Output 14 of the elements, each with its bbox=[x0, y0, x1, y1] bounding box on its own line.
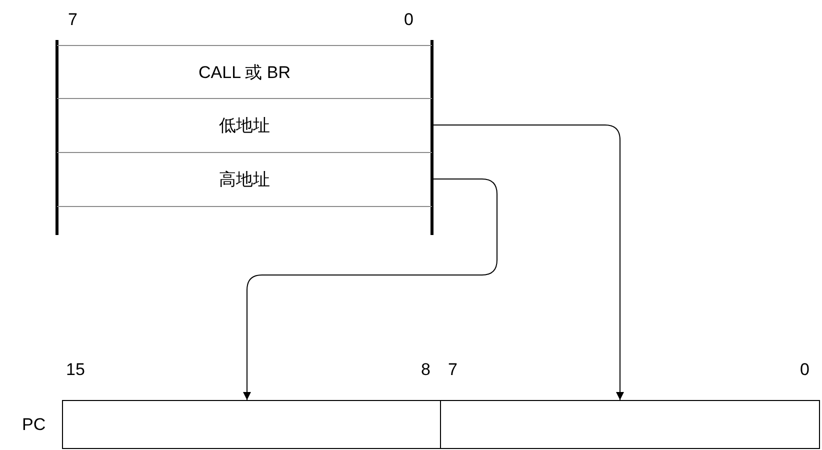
register-field bbox=[440, 400, 820, 449]
bit-number: 0 bbox=[404, 10, 414, 30]
bit-number: 15 bbox=[66, 360, 85, 380]
bit-number: 0 bbox=[800, 360, 810, 380]
row-label: CALL 或 BR bbox=[198, 62, 290, 84]
bit-number: 7 bbox=[68, 10, 78, 30]
arrow bbox=[243, 178, 498, 400]
row-label: 低地址 bbox=[219, 115, 270, 137]
arrow bbox=[432, 124, 624, 400]
bit-number: 7 bbox=[448, 360, 458, 380]
register-field bbox=[62, 400, 441, 449]
row-label: 高地址 bbox=[219, 169, 270, 191]
bit-number: 8 bbox=[421, 360, 430, 380]
register-name: PC bbox=[22, 415, 46, 435]
